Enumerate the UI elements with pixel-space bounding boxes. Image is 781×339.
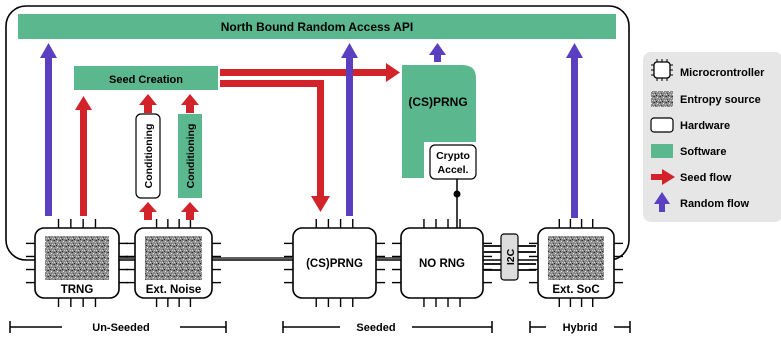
seed-arrow-to-prng-sw — [220, 69, 388, 76]
prng-software-block — [402, 65, 476, 178]
crypto-link-dot — [453, 190, 461, 198]
random-arrow-soc — [571, 58, 578, 218]
seed-arrow-noise-sw-head — [181, 202, 199, 212]
seed-arrow-sw-sc-head — [181, 94, 199, 105]
chip-ext-noise: Ext. Noise — [126, 219, 221, 307]
chip-body — [292, 227, 377, 299]
chip-pins — [392, 219, 492, 307]
legend-label-microcontroller: Microcrontroller — [680, 67, 765, 79]
i2c-bus-label: I2C — [505, 248, 517, 265]
random-arrow-soc-head — [566, 43, 583, 58]
chip-no-rng: NO RNG — [392, 219, 492, 307]
software-box-icon — [651, 144, 673, 158]
legend-label-seed-flow: Seed flow — [680, 172, 732, 184]
seed-arrow-trng-head — [75, 96, 92, 110]
chip-ext-soc: Ext. SoC — [529, 219, 623, 307]
chip-pins — [126, 219, 221, 307]
conditioning-software-label: Conditioning — [185, 124, 197, 189]
random-arrow-prng-head — [341, 43, 358, 58]
api-bar-label: North Bound Random Access API — [221, 20, 413, 34]
seed-creation-label: Seed Creation — [109, 74, 183, 86]
chip-cs-prng: (CS)PRNG — [284, 219, 385, 307]
chip-label: (CS)PRNG — [306, 258, 363, 270]
chip-pins — [284, 219, 385, 307]
chip-label: TRNG — [61, 284, 94, 296]
chip-body — [400, 227, 484, 299]
seed-arrow-hw-sc — [144, 104, 152, 113]
crypto-accel-box — [429, 144, 477, 180]
chip-pins — [26, 219, 128, 307]
legend: Microcrontroller Entropy source Hardware… — [643, 52, 781, 222]
conditioning-software-box — [178, 114, 202, 198]
seed-arrow-noise-hw — [144, 212, 152, 220]
legend-box — [643, 52, 781, 222]
seed-arrow-to-prng-hw-h — [220, 80, 324, 87]
random-flow-arrows — [40, 43, 583, 218]
crypto-accel-line1: Crypto — [436, 150, 470, 162]
chip-label: Ext. SoC — [552, 284, 599, 296]
seed-arrow-to-prng-hw-head — [311, 196, 330, 212]
conditioning-hardware-label: Conditioning — [143, 124, 155, 189]
legend-label-entropy: Entropy source — [680, 94, 761, 106]
group-label-unseeded: Un-Seeded — [92, 322, 149, 334]
random-arrow-trng — [45, 58, 52, 216]
api-bar — [18, 14, 616, 39]
group-label-hybrid: Hybrid — [563, 322, 598, 334]
legend-label-random-flow: Random flow — [680, 198, 749, 210]
random-arrow-icon — [654, 192, 670, 212]
legend-label-software: Software — [680, 146, 726, 158]
group-label-seeded: Seeded — [356, 322, 395, 334]
seed-flow-arrows — [75, 63, 400, 220]
seed-arrow-to-prng-hw-v — [317, 80, 324, 196]
random-arrow-prng — [346, 58, 353, 216]
seed-arrow-sw-sc — [186, 104, 194, 113]
random-arrow-prng-sw — [434, 54, 441, 62]
random-arrow-trng-head — [40, 43, 57, 58]
random-arrow-prng-sw-head — [429, 43, 446, 55]
chip-label: Ext. Noise — [146, 284, 202, 296]
group-brackets — [9, 321, 631, 333]
seed-arrow-trng — [80, 110, 87, 216]
seed-arrow-noise-hw-head — [139, 202, 157, 212]
seed-arrow-hw-sc-head — [139, 94, 157, 105]
chip-pins — [529, 219, 623, 307]
chips-layer: TRNG Ext. Noise (CS)PRNG NO RNG Ext. SoC — [26, 219, 623, 307]
seed-arrow-to-prng-sw-head — [386, 63, 400, 82]
chip-label: NO RNG — [419, 258, 465, 270]
seed-arrow-icon — [651, 169, 675, 185]
crypto-accel-line2: Accel. — [438, 164, 469, 176]
seed-creation-box — [74, 66, 218, 90]
i2c-bus-box — [500, 233, 519, 281]
seed-arrow-noise-sw — [186, 212, 194, 220]
chip-trng: TRNG — [26, 219, 128, 307]
entropy-source — [548, 236, 604, 280]
prng-software-label: (CS)PRNG — [408, 95, 467, 109]
entropy-source — [45, 236, 109, 280]
legend-label-hardware: Hardware — [680, 120, 730, 132]
hardware-box-icon — [650, 117, 674, 133]
entropy-icon — [651, 91, 673, 107]
entropy-source — [145, 236, 202, 280]
conditioning-hardware-box — [135, 113, 161, 199]
chip-icon — [651, 59, 673, 81]
